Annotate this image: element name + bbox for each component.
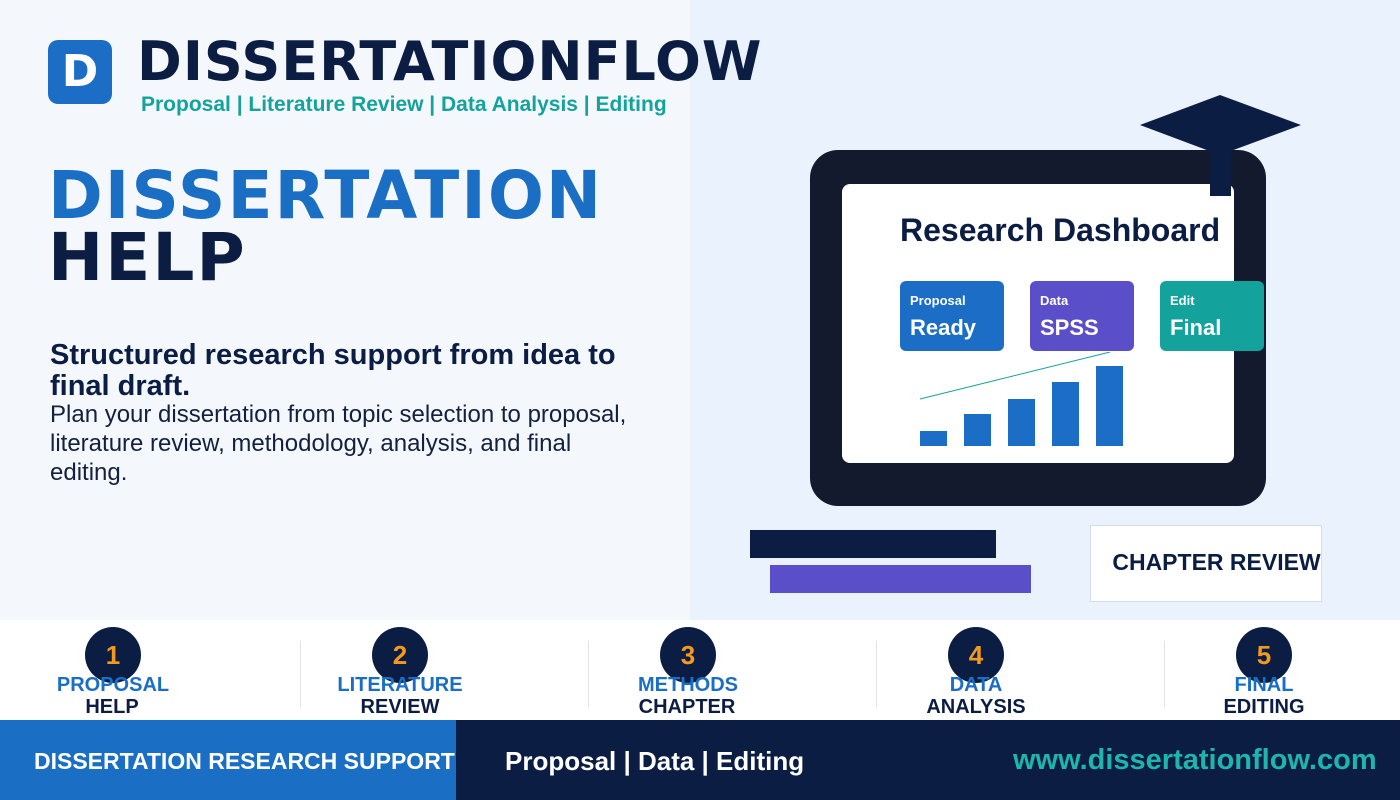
step-divider xyxy=(588,641,589,707)
chapter-review-label: CHAPTER REVIEW xyxy=(1112,549,1321,575)
book-illustration xyxy=(770,565,1031,593)
footer-services: Proposal | Data | Editing xyxy=(505,746,805,776)
step-title: METHODS xyxy=(638,674,738,696)
step-number-badge[interactable]: 2 xyxy=(372,627,428,683)
card-label: Proposal xyxy=(910,293,966,308)
brand-tagline: Proposal | Literature Review | Data Anal… xyxy=(141,93,667,116)
graduation-cap-icon xyxy=(1140,95,1301,155)
book-illustration xyxy=(750,530,996,558)
card-value: Final xyxy=(1170,315,1222,340)
step-divider xyxy=(876,641,877,707)
logo-icon[interactable]: D xyxy=(48,40,112,104)
step-number-badge[interactable]: 3 xyxy=(660,627,716,683)
mini-bar xyxy=(964,414,991,446)
step-title: FINAL xyxy=(1234,674,1294,696)
dashboard-card-edit[interactable]: Edit Final xyxy=(1160,281,1264,351)
step-divider xyxy=(300,641,301,707)
brand-name[interactable]: DISSERTATIONFLOW xyxy=(137,30,763,93)
headline-line2: HELP xyxy=(48,219,247,296)
step-subtitle: ANALYSIS xyxy=(926,696,1026,718)
step-subtitle: EDITING xyxy=(1223,696,1305,718)
step-number-badge[interactable]: 4 xyxy=(948,627,1004,683)
subheading: Structured research support from idea to… xyxy=(50,339,616,402)
headline-line1: DISSERTATION xyxy=(48,157,604,234)
step-subtitle: REVIEW xyxy=(360,696,440,718)
step-divider xyxy=(1164,641,1165,707)
step-number-badge[interactable]: 1 xyxy=(85,627,141,683)
card-value: Ready xyxy=(910,315,977,340)
footer-right-panel xyxy=(456,720,1400,800)
description: Plan your dissertation from topic select… xyxy=(50,401,627,486)
dashboard-card-proposal[interactable]: Proposal Ready xyxy=(900,281,1004,351)
mini-bar xyxy=(1008,399,1035,446)
left-background xyxy=(0,0,690,620)
card-label: Data xyxy=(1040,293,1069,308)
step-subtitle: HELP xyxy=(85,696,139,718)
mini-bar xyxy=(920,431,947,446)
dashboard-card-data[interactable]: Data SPSS xyxy=(1030,281,1134,351)
footer-website-link[interactable]: www.dissertationflow.com xyxy=(1013,744,1377,776)
step-title: PROPOSAL xyxy=(56,674,170,696)
dashboard-title: Research Dashboard xyxy=(900,212,1221,248)
step-title: DATA xyxy=(949,674,1003,696)
card-value: SPSS xyxy=(1040,315,1099,340)
graduation-cap-tassel xyxy=(1210,150,1231,196)
card-label: Edit xyxy=(1170,293,1195,308)
step-subtitle: CHAPTER xyxy=(638,696,736,718)
step-number-badge[interactable]: 5 xyxy=(1236,627,1292,683)
mini-bar xyxy=(1096,366,1123,446)
chapter-review-badge[interactable] xyxy=(1090,525,1322,602)
mini-bar xyxy=(1052,382,1079,446)
step-title: LITERATURE xyxy=(337,674,463,696)
footer-left-panel xyxy=(0,720,456,800)
footer-label: DISSERTATION RESEARCH SUPPORT xyxy=(34,748,455,774)
trend-line xyxy=(920,352,1111,400)
